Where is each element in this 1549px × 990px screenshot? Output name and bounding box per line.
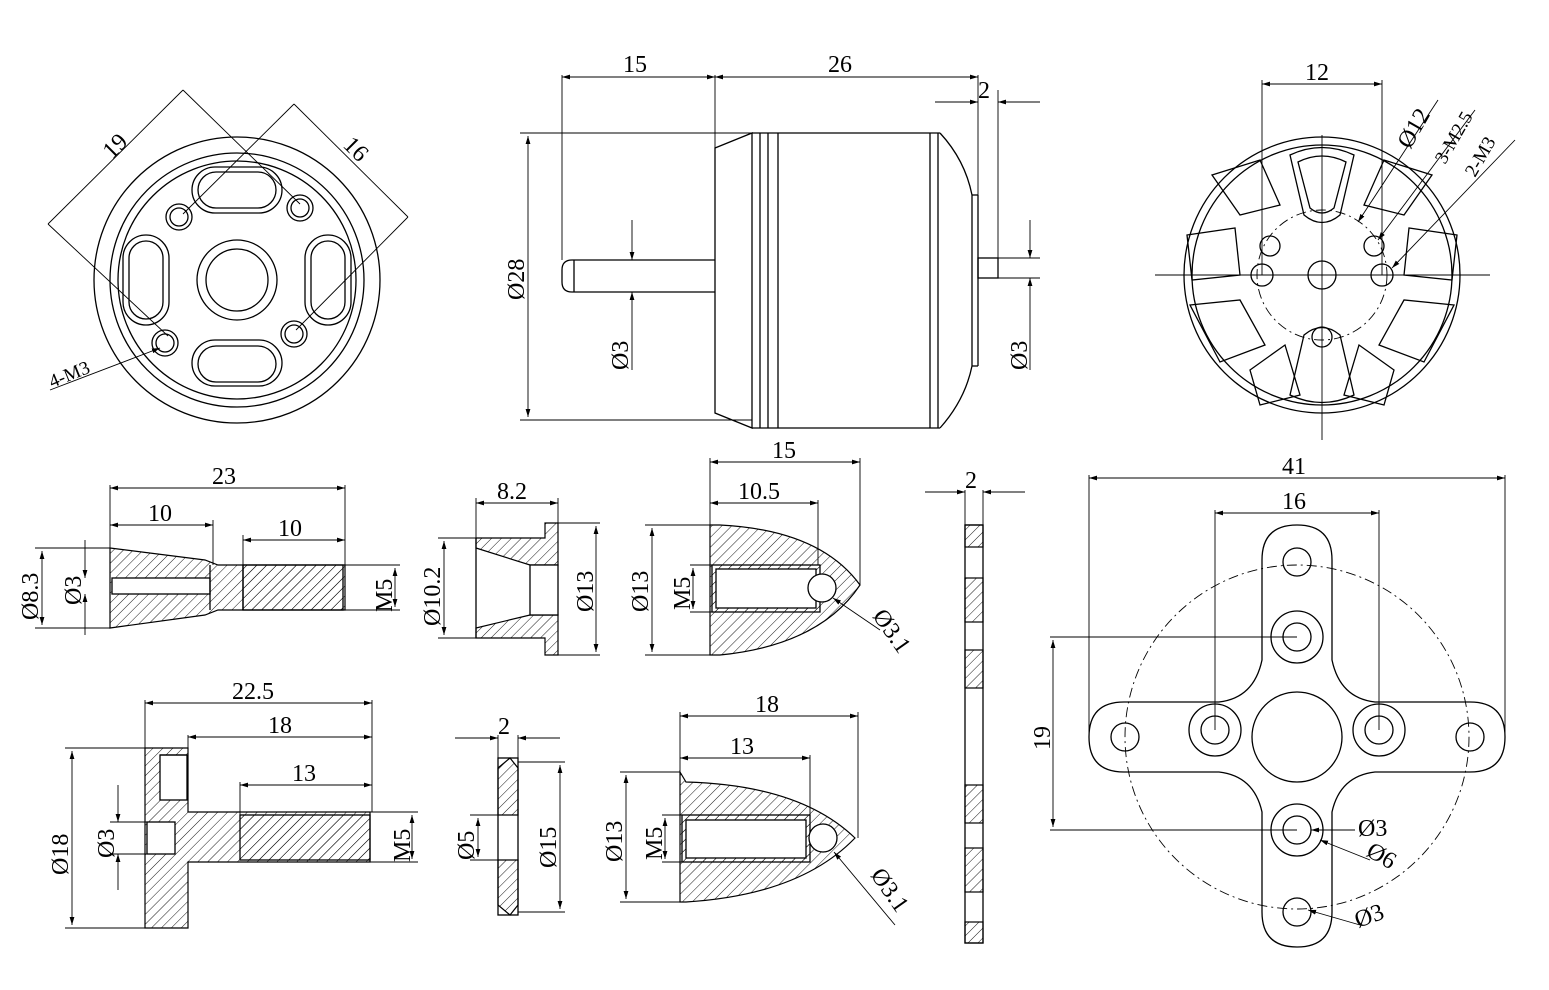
dim-rear-hole-spacing: 12 <box>1305 60 1329 86</box>
dim-spinner-small-depth: 10.5 <box>738 479 780 505</box>
dim-mount-vertical: 19 <box>1030 726 1056 750</box>
motor-side-view: 15 26 2 Ø28 Ø3 Ø3 <box>504 52 1040 429</box>
dim-shaft-length: 15 <box>623 52 647 78</box>
motor-rear-view: 12 Ø12 3-M2.5 2-M3 <box>1155 60 1516 440</box>
dim-plate-thickness: 2 <box>965 468 977 494</box>
dim-cone-length: 8.2 <box>497 479 527 505</box>
dim-spinner-small-total: 15 <box>772 438 796 464</box>
dim-collet-length: 10 <box>148 501 172 527</box>
dim-front-shaft: Ø3 <box>608 341 634 370</box>
dim-mount-span: 41 <box>1282 454 1306 480</box>
dim-mount-boss: Ø6 <box>1362 838 1400 875</box>
dim-rear-shaft: 2 <box>978 78 990 104</box>
mount-plate: 41 16 19 Ø3 Ø6 Ø3 <box>1030 454 1506 948</box>
spinner-nut-small: 15 10.5 Ø13 M5 Ø3.1 <box>628 438 916 658</box>
collet-adapter: 23 10 10 Ø8.3 Ø3 M5 <box>18 464 400 635</box>
dim-spinner-small-outer: Ø13 <box>628 571 654 612</box>
dim-cone-inner: Ø10.2 <box>420 567 446 626</box>
prop-adapter: 22.5 18 13 Ø18 Ø3 M5 <box>48 679 418 929</box>
dim-body-length: 26 <box>828 52 852 78</box>
plate-section: 2 <box>925 468 1025 944</box>
dim-washer-inner: Ø5 <box>454 831 480 860</box>
dim-prop-flange: Ø18 <box>48 834 74 875</box>
dim-spinner-large-depth: 13 <box>730 734 754 760</box>
dim-spinner-large-total: 18 <box>755 692 779 718</box>
thread-note-2-m3: 2-M3 <box>1461 133 1500 180</box>
dim-collet-bore: Ø3 <box>61 576 87 605</box>
dim-spinner-large-thread: M5 <box>642 827 668 860</box>
dim-mount-hole-spacing: 16 <box>1282 489 1306 515</box>
dim-prop-thread-length: 13 <box>292 761 316 787</box>
dim-prop-thread: M5 <box>390 829 416 862</box>
dim-washer-outer: Ø15 <box>536 827 562 868</box>
dim-mount-hole-2: Ø3 <box>1351 899 1387 933</box>
dim-spinner-large-outer: Ø13 <box>602 821 628 862</box>
dim-front-width: 19 <box>98 129 133 164</box>
dim-motor-diameter: Ø28 <box>504 259 530 300</box>
dim-rear-circle: Ø12 <box>1393 104 1436 153</box>
motor-front-view: 19 16 4-M3 <box>46 89 409 424</box>
dim-prop-total: 22.5 <box>232 679 274 705</box>
flat-washer: 2 Ø5 Ø15 <box>454 714 565 916</box>
dim-collet-total: 23 <box>212 464 236 490</box>
dim-washer-thickness: 2 <box>498 714 510 740</box>
washer-cone: 8.2 Ø10.2 Ø13 <box>420 479 600 656</box>
dim-cone-outer: Ø13 <box>573 571 599 612</box>
dim-mount-hole-1: Ø3 <box>1358 816 1387 842</box>
dim-collet-thread: M5 <box>372 579 398 612</box>
vent-pattern <box>1186 146 1458 406</box>
dim-rear-shaft-diameter: Ø3 <box>1007 341 1033 370</box>
dim-collet-thread-length: 10 <box>278 516 302 542</box>
thread-note-4-m3: 4-M3 <box>46 357 93 392</box>
dim-front-hole-spacing: 16 <box>338 132 373 167</box>
dim-spinner-small-thread: M5 <box>670 577 696 610</box>
dim-prop-shank: 18 <box>268 713 292 739</box>
dim-spinner-small-hole: Ø3.1 <box>867 605 915 659</box>
spinner-nut-large: 18 13 Ø13 M5 Ø3.1 <box>602 692 914 926</box>
dim-prop-bore: Ø3 <box>94 829 120 858</box>
dim-spinner-large-hole: Ø3.1 <box>865 864 913 918</box>
dim-collet-outer: Ø8.3 <box>18 573 44 620</box>
